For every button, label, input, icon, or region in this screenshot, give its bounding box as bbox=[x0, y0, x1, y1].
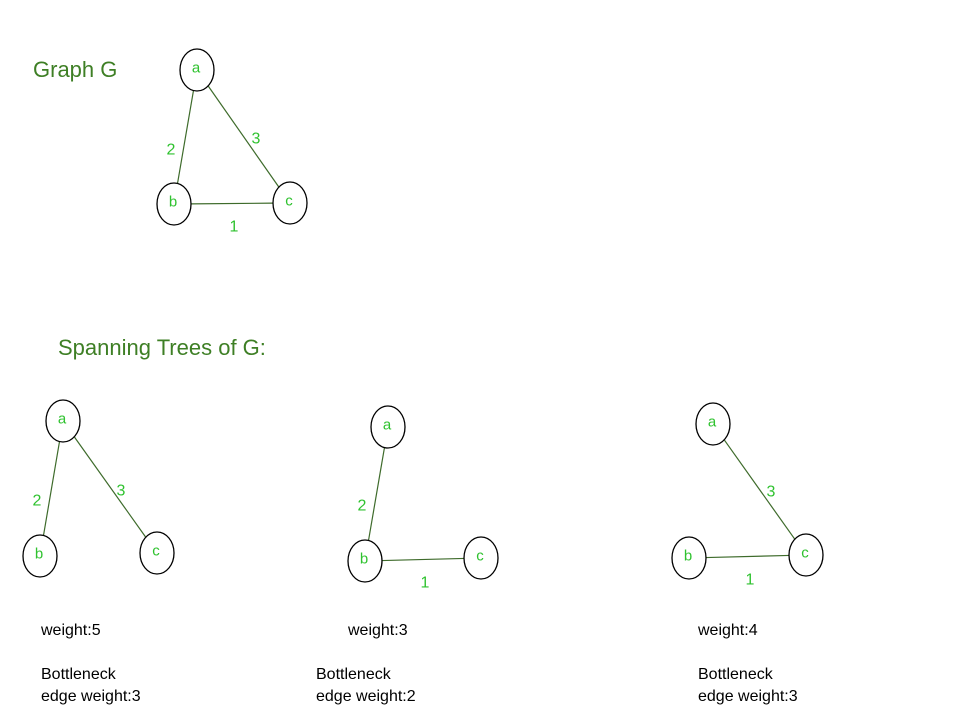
tree-3-node-label-a: a bbox=[708, 414, 717, 431]
tree-3-node-b bbox=[671, 536, 707, 580]
graph-node-a bbox=[179, 48, 215, 92]
tree-2-node-b bbox=[347, 539, 383, 583]
tree-2-edge-label-b-c: 1 bbox=[421, 575, 430, 592]
spanning-trees-heading: Spanning Trees of G: bbox=[58, 335, 266, 360]
tree-1-group: 2 3 a b c bbox=[22, 399, 175, 578]
tree-3-node-a bbox=[695, 402, 731, 446]
tree-1-edge-label-a-b: 2 bbox=[33, 493, 42, 510]
tree-1-node-label-b: b bbox=[35, 546, 43, 563]
tree-2-edge-b-c bbox=[381, 557, 465, 562]
tree-3-node-c bbox=[788, 533, 824, 577]
graph-edge-label-b-c: 1 bbox=[230, 219, 239, 236]
graph-node-label-b: b bbox=[169, 194, 177, 211]
tree-2-node-c bbox=[463, 536, 499, 580]
tree-3-bottleneck-line1: Bottleneck bbox=[698, 666, 773, 683]
tree-2-edge-label-a-b: 2 bbox=[358, 498, 367, 515]
tree-1-bottleneck-line2: edge weight:3 bbox=[41, 688, 141, 705]
tree-2-node-a bbox=[370, 405, 406, 449]
graph-title: Graph G bbox=[33, 57, 118, 82]
tree-2-bottleneck-line1: Bottleneck bbox=[316, 666, 391, 683]
tree-2-bottleneck: Bottleneck edge weight:2 bbox=[316, 664, 416, 708]
graph-edge-a-c bbox=[207, 85, 280, 188]
tree-2-node-label-c: c bbox=[476, 548, 484, 565]
tree-3-node-label-c: c bbox=[801, 545, 809, 562]
tree-1-node-b bbox=[22, 534, 58, 578]
graph-node-label-c: c bbox=[285, 193, 293, 210]
graph-node-label-a: a bbox=[192, 60, 201, 77]
tree-1-weight: weight:5 bbox=[41, 622, 101, 639]
tree-3-weight: weight:4 bbox=[698, 622, 758, 639]
tree-2-weight: weight:3 bbox=[348, 622, 408, 639]
tree-3-bottleneck: Bottleneck edge weight:3 bbox=[698, 664, 798, 708]
tree-1-bottleneck: Bottleneck edge weight:3 bbox=[41, 664, 141, 708]
graph-node-c bbox=[272, 181, 308, 225]
tree-3-group: 3 1 a b c bbox=[671, 402, 824, 589]
tree-2-group: 2 1 a b c bbox=[347, 405, 499, 592]
tree-3-edge-label-a-c: 3 bbox=[767, 484, 776, 501]
tree-2-edge-a-b bbox=[367, 447, 386, 541]
tree-1-bottleneck-line1: Bottleneck bbox=[41, 666, 116, 683]
tree-1-node-label-a: a bbox=[58, 411, 67, 428]
graph-edge-a-b bbox=[176, 90, 195, 184]
tree-1-edge-label-a-c: 3 bbox=[117, 483, 126, 500]
tree-1-node-a bbox=[45, 399, 81, 443]
tree-2-node-label-b: b bbox=[360, 551, 368, 568]
tree-2-bottleneck-line2: edge weight:2 bbox=[316, 688, 416, 705]
tree-1-node-label-c: c bbox=[152, 543, 160, 560]
graph-edge-label-a-b: 2 bbox=[167, 142, 176, 159]
tree-3-bottleneck-line2: edge weight:3 bbox=[698, 688, 798, 705]
tree-1-node-c bbox=[139, 531, 175, 575]
tree-1-edge-a-b bbox=[42, 441, 61, 536]
tree-3-edge-label-b-c: 1 bbox=[746, 572, 755, 589]
tree-1-edge-a-c bbox=[73, 436, 147, 538]
graph-group: 2 3 1 a b c bbox=[156, 48, 308, 236]
tree-2-node-label-a: a bbox=[383, 417, 392, 434]
graph-edge-b-c bbox=[190, 202, 274, 205]
graph-edge-label-a-c: 3 bbox=[252, 131, 261, 148]
tree-3-edge-b-c bbox=[705, 554, 790, 559]
graph-node-b bbox=[156, 182, 192, 226]
tree-3-node-label-b: b bbox=[684, 548, 692, 565]
tree-3-edge-a-c bbox=[723, 439, 796, 540]
